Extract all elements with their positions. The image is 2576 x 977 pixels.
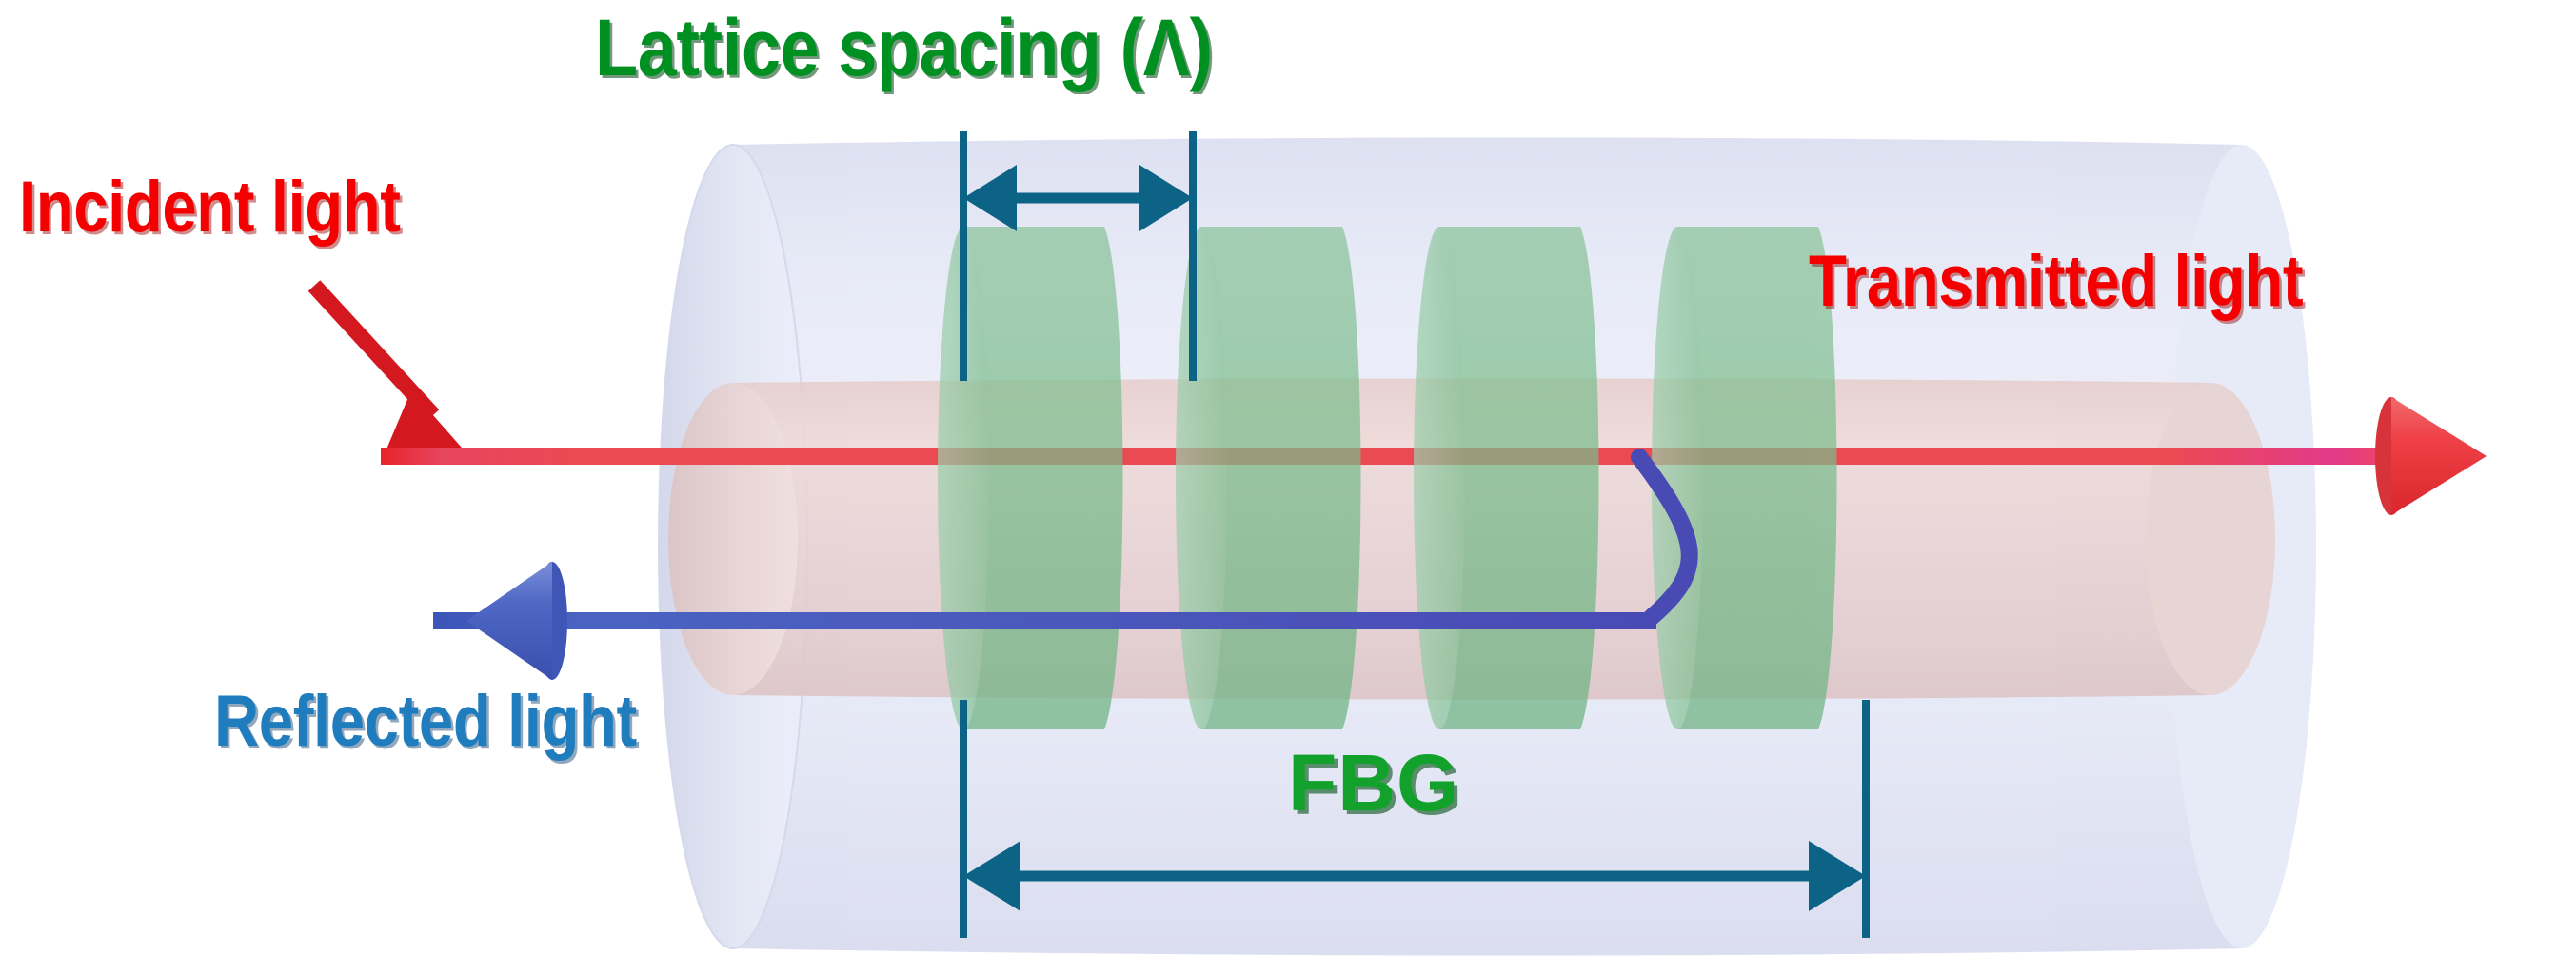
- reflected-light-label: Reflected light: [214, 681, 637, 762]
- fbg-length-dimension: [960, 700, 1870, 938]
- incident-light-label: Incident light: [19, 167, 401, 248]
- fbg-label: FBG: [1288, 738, 1460, 827]
- incident-arrow-head: [381, 390, 468, 463]
- fbg-arrowhead-right: [1809, 841, 1866, 911]
- reflected-beam-curve: [1631, 449, 1698, 626]
- lattice-spacing-label: Lattice spacing (Λ): [595, 3, 1213, 92]
- lattice-arrowhead-left: [963, 165, 1017, 231]
- grating-rings: [938, 227, 1837, 729]
- ring-2-cap: [1176, 227, 1227, 729]
- incident-light-arrow: [307, 280, 468, 463]
- ring-1-body: [944, 227, 1123, 729]
- reflected-arrow-head: [466, 562, 552, 680]
- grating-ring-2: [1176, 227, 1361, 729]
- transmitted-arrow-head: [2391, 397, 2487, 515]
- grating-ring-3: [1414, 227, 1599, 729]
- ring-1-cap: [938, 227, 989, 729]
- ring-3-cap: [1414, 227, 1465, 729]
- fbg-arrowhead-left: [963, 841, 1020, 911]
- core-right-cap: [2146, 383, 2275, 695]
- lattice-spacing-dimension: [960, 131, 1197, 381]
- reflected-light-beam: [433, 449, 1698, 680]
- grating-ring-1: [938, 227, 1123, 729]
- reflected-beam-shaft: [433, 612, 1656, 629]
- core-left-cap: [668, 383, 798, 695]
- ring-2-body: [1182, 227, 1361, 729]
- incident-transmitted-beam: [381, 397, 2487, 515]
- ring-4-body: [1658, 227, 1837, 729]
- red-beam-shaft: [381, 448, 2413, 465]
- ring-3-body: [1420, 227, 1599, 729]
- transmitted-light-label: Transmitted light: [1809, 241, 2304, 322]
- lattice-arrowhead-right: [1139, 165, 1193, 231]
